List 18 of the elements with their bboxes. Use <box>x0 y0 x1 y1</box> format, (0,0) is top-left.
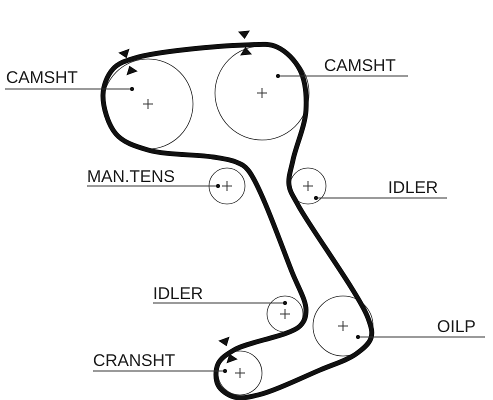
leader-line <box>86 184 220 188</box>
part-label: OILP <box>437 318 476 336</box>
leader-line <box>92 369 227 373</box>
part-label: CRANSHT <box>93 352 176 370</box>
pulley-drawing <box>312 296 374 356</box>
leader-line <box>314 196 448 200</box>
part-label: CAMSHT <box>324 57 396 75</box>
part-label: IDLER <box>388 179 438 197</box>
pulley-drawing <box>290 168 326 204</box>
part-label: MAN.TENS <box>87 168 175 186</box>
leader-line <box>356 335 486 339</box>
part-label: CAMSHT <box>6 69 78 87</box>
part-label: IDLER <box>153 285 204 303</box>
pulley-drawing <box>266 296 304 332</box>
leader-line <box>4 87 134 91</box>
pulley-drawing <box>208 168 246 204</box>
leader-line <box>276 74 408 78</box>
leader-line <box>152 301 287 305</box>
